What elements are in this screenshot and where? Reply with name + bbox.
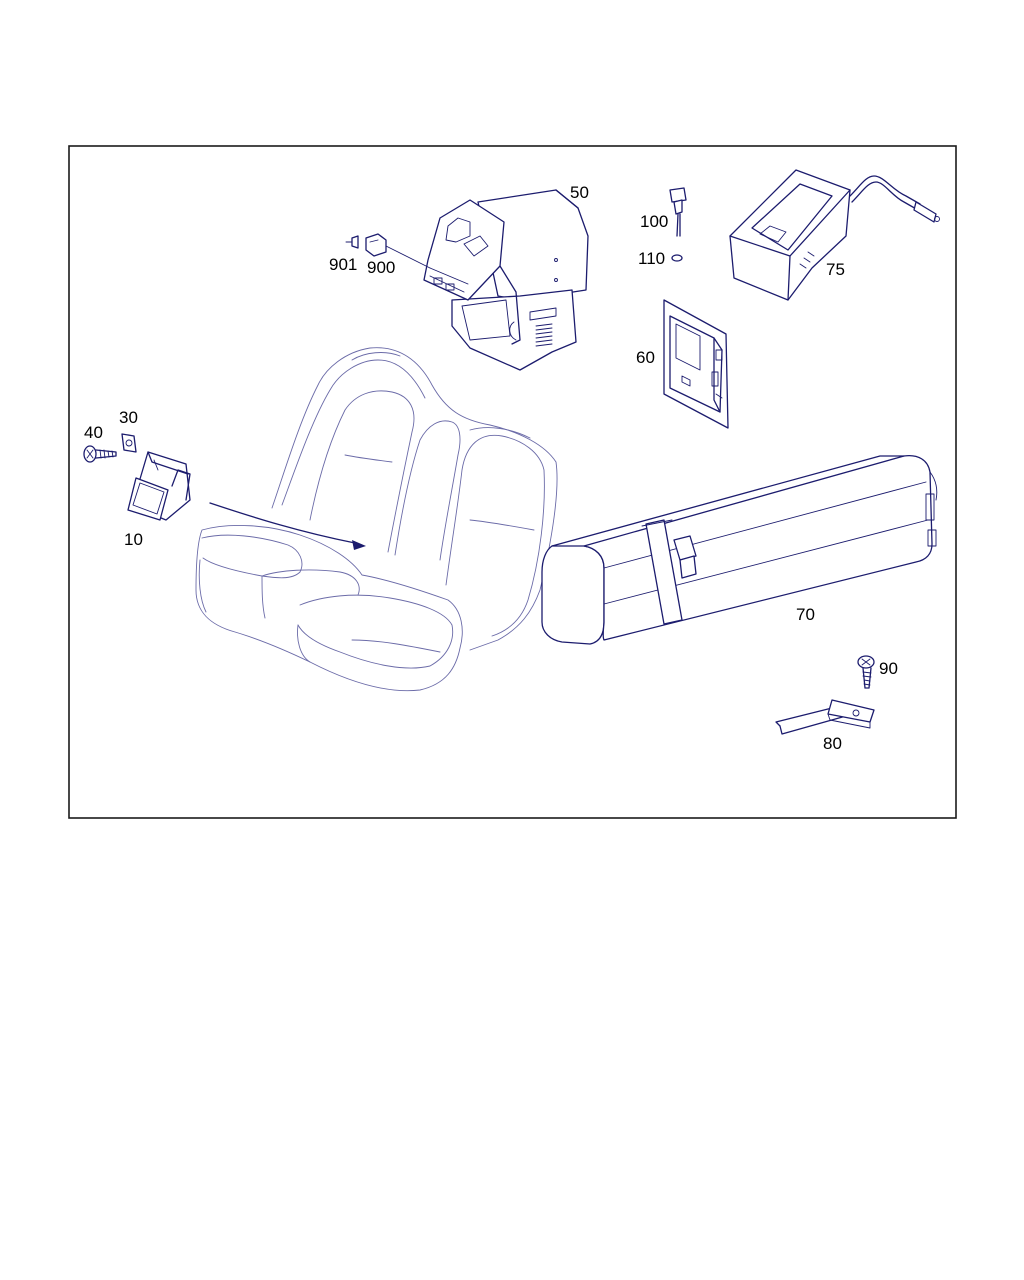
connector-icon bbox=[365, 233, 431, 269]
cover-panel-icon bbox=[663, 299, 729, 429]
bracket-strap-icon bbox=[775, 699, 875, 735]
callout-10: 10 bbox=[124, 530, 143, 549]
clip-nut-icon bbox=[121, 433, 137, 453]
ski-bag-housing-icon bbox=[423, 189, 589, 371]
callout-110: 110 bbox=[638, 249, 665, 268]
callout-40: 40 bbox=[84, 423, 103, 442]
pin-icon bbox=[669, 187, 687, 237]
plug-icon bbox=[345, 235, 359, 249]
callout-75: 75 bbox=[826, 260, 845, 279]
diagram-frame bbox=[68, 145, 957, 819]
screw-icon bbox=[857, 655, 875, 689]
callout-60: 60 bbox=[636, 348, 655, 367]
callout-80: 80 bbox=[823, 734, 842, 753]
callout-50: 50 bbox=[570, 183, 589, 202]
rear-seat-icon bbox=[195, 347, 558, 692]
ski-bag-icon bbox=[541, 454, 938, 645]
callout-30: 30 bbox=[119, 408, 138, 427]
mounting-arrow bbox=[209, 502, 366, 550]
ring-icon bbox=[671, 254, 683, 262]
callout-100: 100 bbox=[640, 212, 668, 231]
callout-900: 900 bbox=[367, 258, 395, 277]
screw-icon bbox=[83, 445, 117, 463]
armrest-bracket-icon bbox=[127, 451, 191, 521]
callout-90: 90 bbox=[879, 659, 898, 678]
callout-901: 901 bbox=[329, 255, 357, 274]
callout-70: 70 bbox=[796, 605, 815, 624]
storage-tray-icon bbox=[729, 169, 940, 301]
